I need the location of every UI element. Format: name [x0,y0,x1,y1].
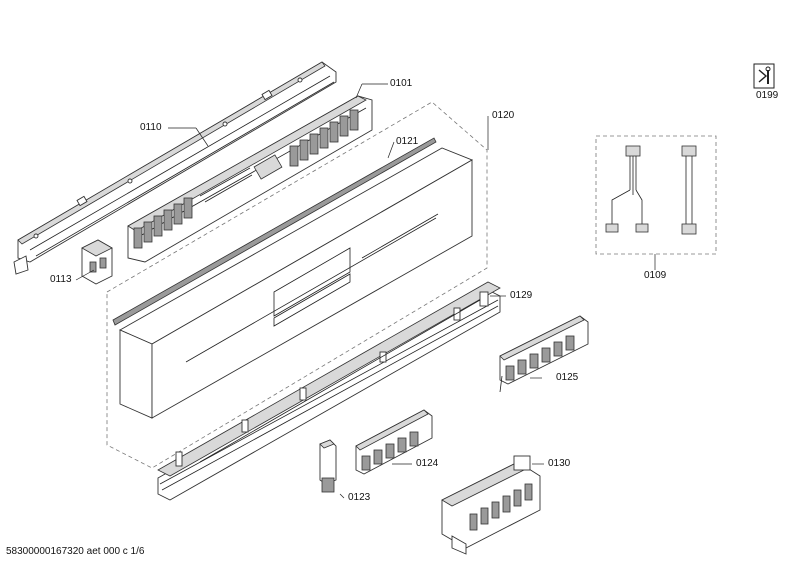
part-0113-clip[interactable] [81,239,113,285]
document-footer-id: 58300000167320 aet 000 c 1/6 [6,546,145,557]
label-0125: 0125 [556,372,579,383]
label-0124: 0124 [416,458,439,469]
leader-lines [75,83,656,499]
part-0120-control-panel[interactable] [118,147,474,419]
part-0124-key-block[interactable] [355,409,433,475]
part-0125-key-block[interactable] [499,315,589,393]
part-0101-electronic-module[interactable] [127,95,373,263]
label-0199: 0199 [756,90,779,101]
part-0121-strip[interactable] [112,137,437,326]
label-0110: 0110 [140,122,162,133]
label-0121: 0121 [396,136,419,147]
label-0109: 0109 [644,270,667,281]
part-0109-wiring-harness[interactable] [595,135,717,255]
label-0120: 0120 [492,110,515,121]
label-0123: 0123 [348,492,371,503]
wrench-service-icon [753,63,775,89]
part-0110-bracket-rail[interactable] [13,61,337,275]
part-0130-holder[interactable] [441,455,541,555]
label-0130: 0130 [548,458,571,469]
label-0129: 0129 [510,290,533,301]
part-0123-latch[interactable] [319,439,337,493]
part-0129-base-rail[interactable] [157,281,501,501]
assembly-outline-0120 [106,101,488,469]
label-0101: 0101 [390,78,413,89]
label-0113: 0113 [50,274,72,285]
